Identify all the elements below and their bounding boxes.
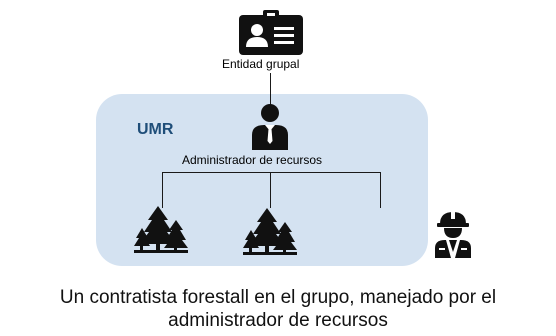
caption-line-1: Un contratista forestall en el grupo, ma… <box>59 287 497 308</box>
branch-horizontal <box>162 172 380 173</box>
branch-right <box>380 172 381 208</box>
entity-connector <box>270 73 271 105</box>
construction-worker-hardhat-icon <box>433 210 473 258</box>
forest-trees-icon <box>134 206 188 254</box>
caption-line-2: administrador de recursos <box>168 310 388 331</box>
entity-label: Entidad grupal <box>222 57 300 71</box>
branch-middle <box>270 172 271 208</box>
id-card-icon <box>239 10 303 55</box>
admin-label: Administrador de recursos <box>182 153 323 167</box>
branch-left <box>162 172 163 208</box>
forest-trees-icon <box>243 208 297 256</box>
manager-person-icon <box>250 103 290 150</box>
caption: Un contratista forestall en el grupo, ma… <box>0 286 556 332</box>
group-label: UMR <box>137 121 174 138</box>
